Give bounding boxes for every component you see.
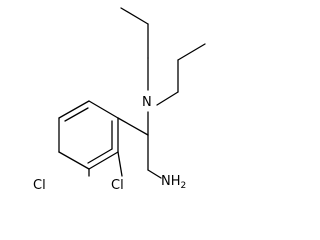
bond (58, 151, 90, 170)
chlorine-label-left: Cl (33, 178, 46, 193)
bond (156, 91, 179, 106)
aminomethyl-chain (147, 134, 162, 179)
bond (58, 100, 90, 119)
double-bond-inner (87, 148, 113, 164)
bond (147, 169, 162, 179)
propyl-chain-upper (120, 7, 149, 91)
nitrogen-label: N (142, 95, 152, 110)
propyl-chain-right (156, 43, 206, 106)
benzene-ring (58, 100, 119, 170)
bond-ring-cl-2 (117, 151, 123, 177)
bond-ch-ring (117, 117, 149, 136)
amine-label: NH2 (161, 174, 186, 191)
double-bond-inner (64, 107, 89, 122)
bond (177, 43, 206, 61)
structure-diagram: N NH2 Cl Cl (33, 7, 206, 193)
chlorine-label-right: Cl (111, 178, 124, 193)
bond (88, 100, 119, 119)
bond (88, 151, 119, 170)
bond (120, 7, 149, 25)
